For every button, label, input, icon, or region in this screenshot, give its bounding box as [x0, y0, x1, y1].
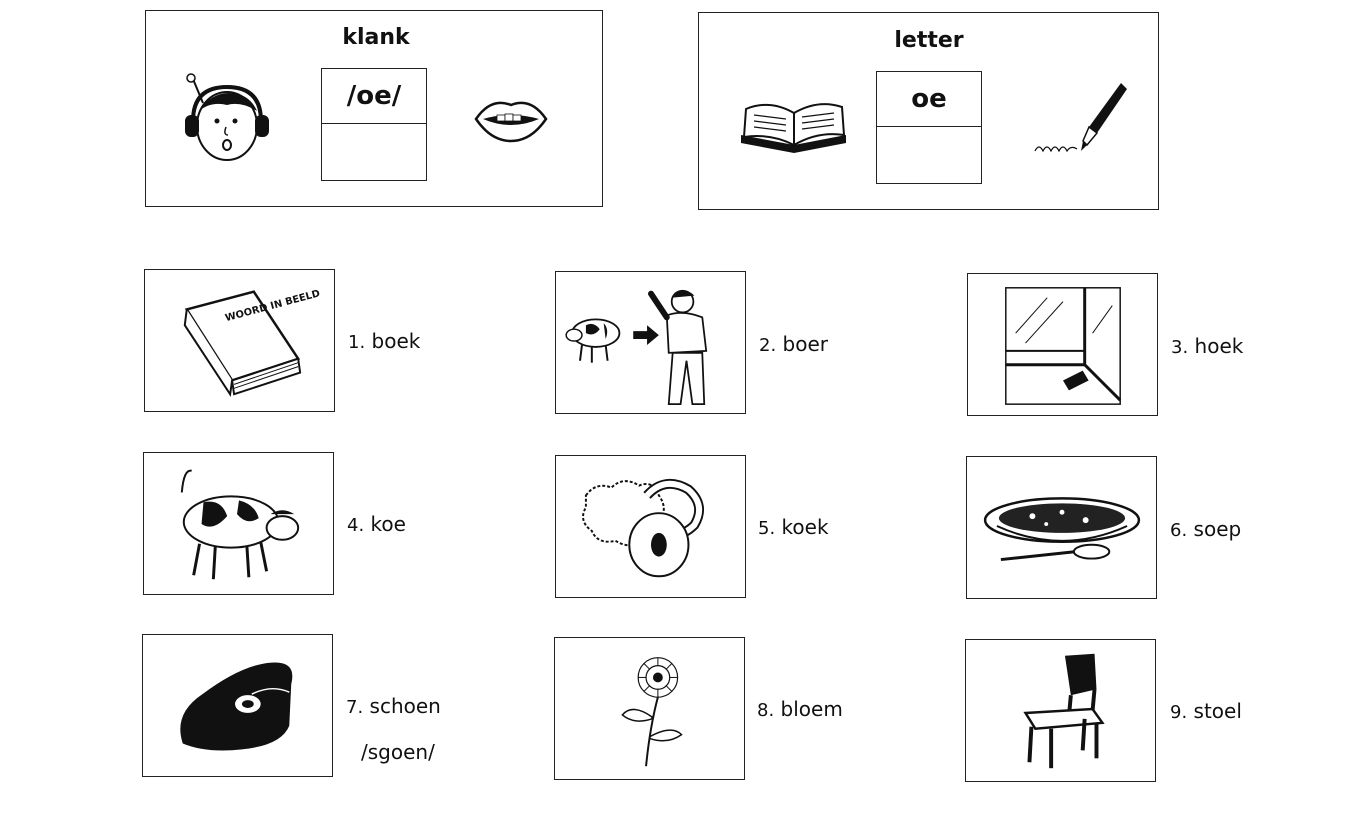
label-koe: 4. koe	[347, 512, 406, 536]
letter-panel: letter oe	[698, 12, 1159, 210]
listening-boy-icon	[171, 71, 281, 166]
label-boek: 1. boek	[348, 329, 421, 353]
word-stoel: stoel	[1193, 699, 1242, 723]
lips-icon	[471, 91, 551, 151]
label-bloem: 8. bloem	[757, 697, 843, 721]
word-bloem: bloem	[780, 697, 843, 721]
letter-title: letter	[894, 28, 964, 53]
label-koek: 5. koek	[758, 515, 829, 539]
label-schoen: 7. schoen	[346, 694, 441, 718]
pronunciation-schoen: /sgoen/	[361, 740, 435, 764]
word-koe: koe	[370, 512, 406, 536]
klank-title: klank	[342, 25, 410, 50]
picture-koek	[555, 455, 746, 598]
fountain-pen-icon	[1029, 75, 1129, 160]
klank-sound: /oe/	[322, 69, 426, 124]
word-schoen: schoen	[369, 694, 441, 718]
picture-boek: WOORD IN BEELD	[144, 269, 335, 412]
letter-grapheme-box: oe	[876, 71, 982, 184]
picture-bloem	[554, 637, 745, 780]
picture-koe	[143, 452, 334, 595]
label-boer: 2. boer	[759, 332, 829, 356]
label-hoek: 3. hoek	[1171, 334, 1244, 358]
klank-sound-box: /oe/	[321, 68, 427, 181]
picture-schoen	[142, 634, 333, 777]
open-book-icon	[736, 95, 851, 155]
picture-stoel	[965, 639, 1156, 782]
klank-panel: klank /oe/	[145, 10, 603, 207]
word-koek: koek	[781, 515, 829, 539]
picture-hoek	[967, 273, 1158, 416]
word-hoek: hoek	[1194, 334, 1244, 358]
label-soep: 6. soep	[1170, 517, 1242, 541]
letter-grapheme: oe	[877, 72, 981, 127]
picture-soep	[966, 456, 1157, 599]
word-boek: boek	[371, 329, 421, 353]
picture-boer	[555, 271, 746, 414]
word-boer: boer	[782, 332, 829, 356]
label-stoel: 9. stoel	[1170, 699, 1242, 723]
word-soep: soep	[1193, 517, 1242, 541]
